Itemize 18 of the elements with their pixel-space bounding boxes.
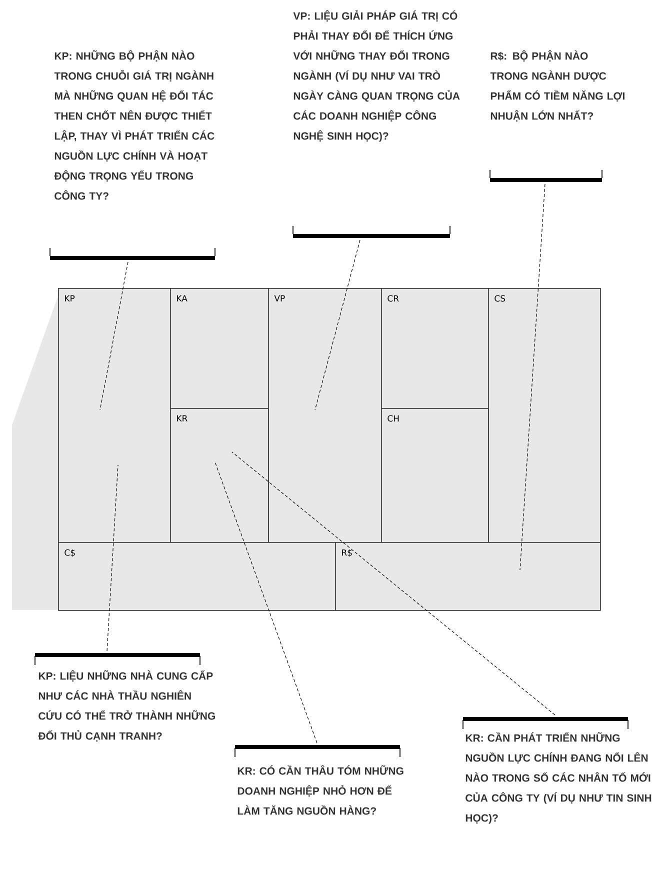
leader-line	[232, 452, 556, 716]
leader-line	[100, 262, 128, 410]
callout: VP: LIỆU GIẢI PHÁP GIÁ TRỊ CÓ PHẢI THAY ĐỔI ĐỂ THÍCH ỨNG VỚI NHỮNG THAY ĐỔI TRONG NGÀNH (VÍ DỤ NHƯ VAI TRÒ NGÀY CÀNG QUAN TRỌNG CỦA CÁC DOANH NGHIỆP CÔNG NGHỆ SINH HỌC)?	[292, 10, 460, 238]
callout: KR: CÓ CẦN THÂU TÓM NHỮNG DOANH NGHIỆP NHỎ HƠN ĐỂ LÀM TĂNG NGUỒN HÀNG?	[234, 745, 404, 815]
canvas-cell: KA	[170, 288, 269, 409]
leader-line	[106, 464, 118, 652]
canvas-cell: CH	[381, 408, 489, 543]
leader-line	[214, 462, 318, 744]
callout: KP: NHỮNG BỘ PHẬN NÀO TRONG CHUỖI GIÁ TRỊ NGÀNH MÀ NHỮNG QUAN HỆ ĐỐI TÁC THEN CHỐT NÊN ĐƯỢC THIẾT LẬP, THAY VÌ PHÁT TRIỂN CÁC NGUỒN LỰC CHÍNH VÀ HOẠT ĐỘNG TRỌNG YẾU TRONG CÔNG TY?	[50, 50, 216, 260]
canvas-cell: C$	[58, 542, 336, 611]
canvas-cell: R$	[335, 542, 601, 611]
callout: R$: BỘ PHẬN NÀO TRONG NGÀNH DƯỢC PHẨM CÓ TIỀM NĂNG LỢI NHUẬN LỚN NHẤT?	[490, 50, 624, 182]
canvas-cell: CR	[381, 288, 489, 409]
callout: KP: LIỆU NHỮNG NHÀ CUNG CẤP NHƯ CÁC NHÀ THẦU NGHIÊN CỨU CÓ THỂ TRỞ THÀNH NHỮNG ĐỐI THỦ CẠNH TRANH?	[34, 653, 215, 742]
leader-line	[520, 184, 546, 570]
leader-line	[314, 240, 360, 410]
canvas-cell: KR	[170, 408, 269, 543]
callout: KR: CẦN PHÁT TRIỂN NHỮNG NGUỒN LỰC CHÍNH ĐANG NỔI LÊN NÀO TRONG SỐ CÁC NHÂN TỐ MỚI CỦA CÔNG TY (VÍ DỤ NHƯ TIN SINH HỌC)?	[462, 717, 652, 824]
